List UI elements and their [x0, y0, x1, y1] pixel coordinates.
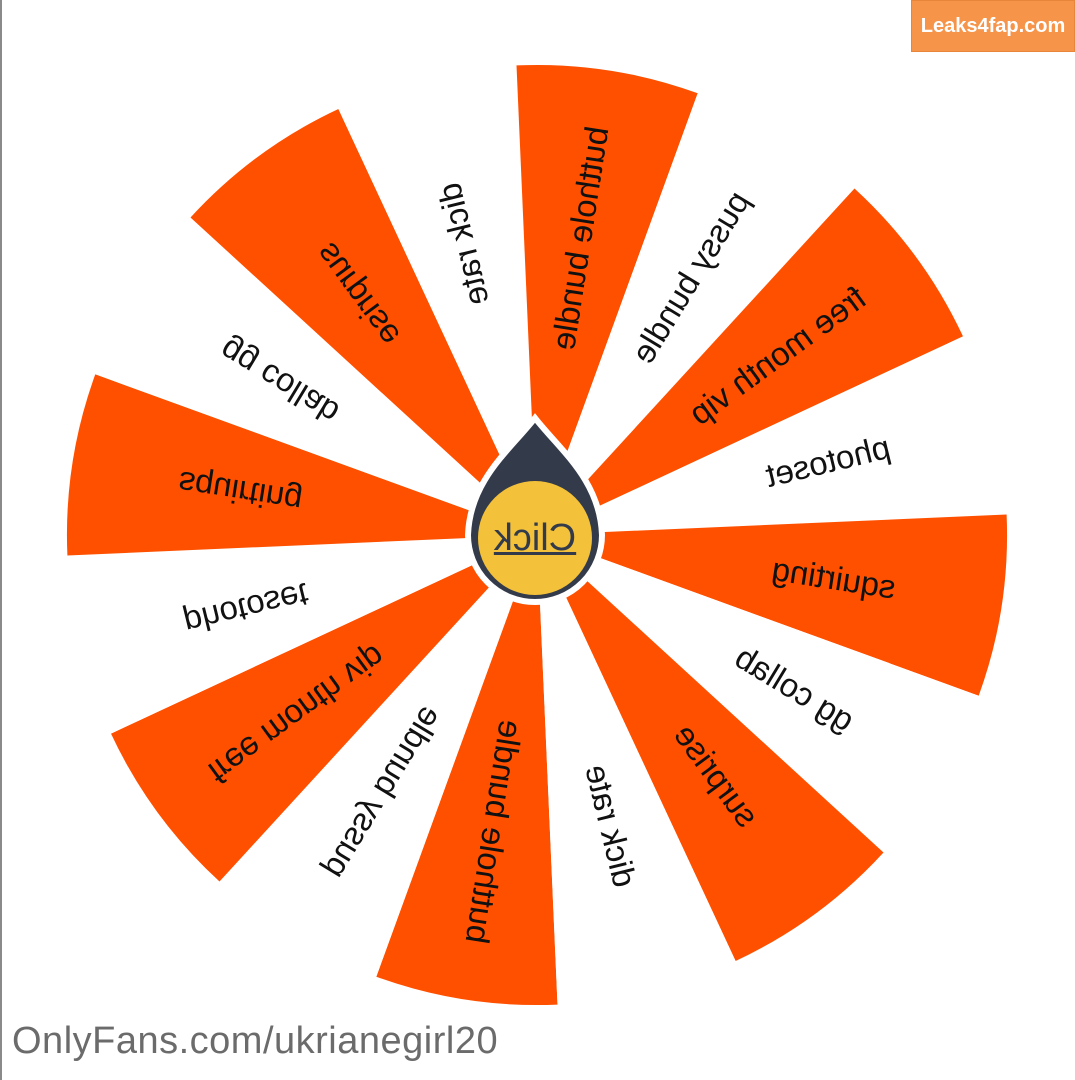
wheel-segment — [95, 217, 538, 535]
wheel-segment — [516, 64, 698, 535]
wheel-segment — [537, 93, 855, 536]
wheel-segment — [190, 109, 537, 535]
watermark-badge: Leaks4fap.com — [911, 0, 1075, 52]
wheel-segment — [537, 535, 884, 961]
wheel-segment — [537, 535, 736, 1005]
wheel-segment — [537, 188, 963, 535]
teardrop-pointer-icon — [464, 413, 606, 605]
wheel-segment — [66, 374, 537, 556]
wheel-segment — [537, 336, 1007, 535]
spin-button-label: Click — [493, 516, 577, 559]
wheel-segments — [66, 64, 1008, 1006]
wheel-segment — [537, 535, 979, 853]
wheel-segment — [537, 514, 1008, 696]
spin-button-face — [478, 481, 592, 595]
wheel-segment — [338, 65, 537, 536]
spin-button[interactable]: Click — [475, 478, 595, 598]
wheel-segment — [67, 535, 538, 734]
wheel-segment — [376, 535, 558, 1006]
wheel-segment — [111, 535, 537, 882]
wheel-segment — [219, 535, 537, 977]
left-border — [0, 0, 2, 1080]
footer-url: OnlyFans.com/ukrianegirl20 — [12, 1020, 499, 1062]
